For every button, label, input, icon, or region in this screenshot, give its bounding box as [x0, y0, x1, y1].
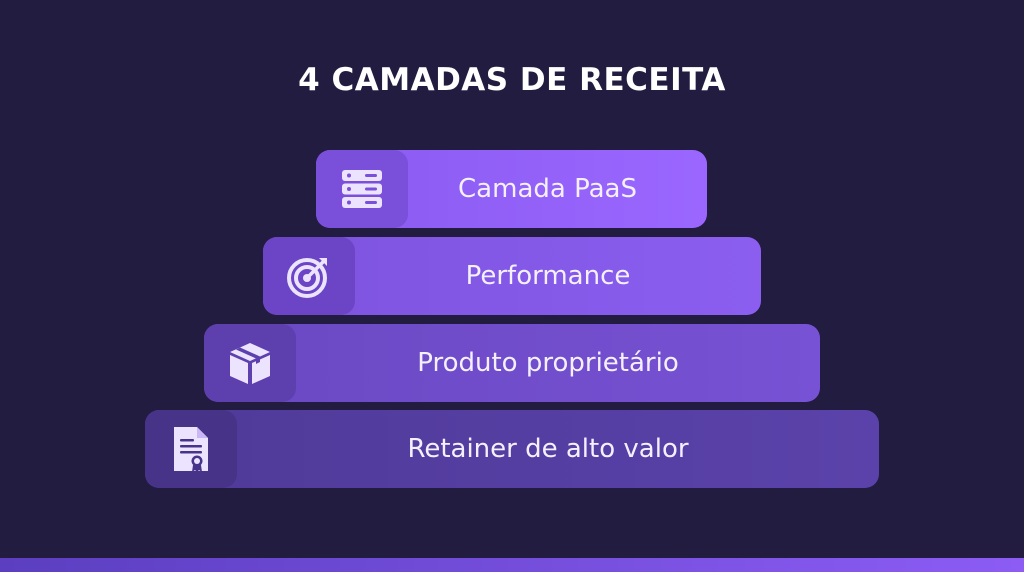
certificate-document-icon	[145, 410, 237, 488]
target-icon	[263, 237, 355, 315]
layer-label: Camada PaaS	[458, 174, 637, 204]
page-title: 4 CAMADAS DE RECEITA	[298, 62, 726, 98]
layer-produto: Produto proprietário	[204, 324, 820, 402]
bottom-accent-bar	[0, 558, 1024, 572]
layer-paas: Camada PaaS	[316, 150, 707, 228]
layer-retainer: Retainer de alto valor	[145, 410, 879, 488]
server-icon	[316, 150, 408, 228]
layer-label: Produto proprietário	[417, 348, 679, 378]
layer-label: Performance	[465, 261, 631, 291]
box-icon	[204, 324, 296, 402]
layer-performance: Performance	[263, 237, 761, 315]
layer-label: Retainer de alto valor	[407, 434, 689, 464]
